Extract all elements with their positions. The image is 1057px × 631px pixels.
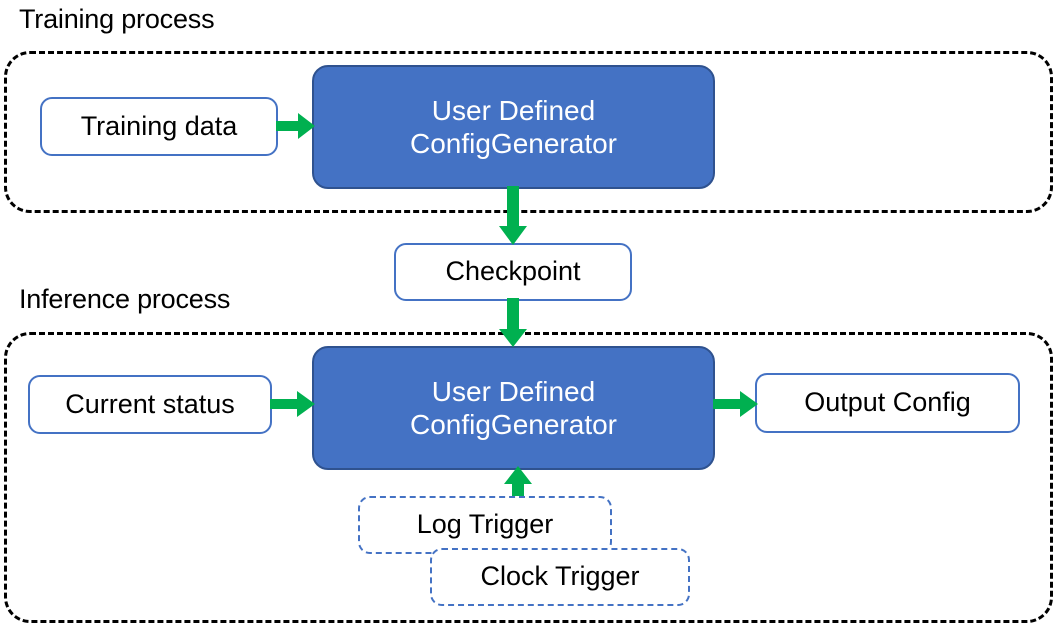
- node-checkpoint[interactable]: Checkpoint: [394, 243, 632, 301]
- arrow-trigger-to-config-generator: [503, 466, 533, 506]
- node-config-generator-training-text: User Defined ConfigGenerator: [410, 94, 617, 160]
- arrow-current-status-to-config-generator: [270, 390, 316, 418]
- inference-process-container: [4, 332, 1053, 623]
- section-caption-training: Training process: [19, 4, 215, 34]
- training-process-container: [4, 51, 1053, 213]
- node-user-defined-config-generator-inference[interactable]: User Defined ConfigGenerator: [312, 346, 715, 470]
- node-current-status[interactable]: Current status: [28, 375, 272, 434]
- node-output-config[interactable]: Output Config: [755, 373, 1020, 433]
- node-current-status-label: Current status: [65, 388, 235, 419]
- node-clock-trigger-label: Clock Trigger: [480, 561, 640, 592]
- section-caption-inference: Inference process: [19, 284, 231, 314]
- arrow-config-generator-to-checkpoint: [498, 186, 528, 246]
- node-training-data-label: Training data: [80, 110, 238, 141]
- node-training-data[interactable]: Training data: [40, 97, 278, 156]
- node-config-generator-inference-text: User Defined ConfigGenerator: [410, 375, 617, 441]
- node-checkpoint-label: Checkpoint: [445, 256, 581, 287]
- config-generator-training-line1: User Defined: [431, 94, 596, 126]
- node-clock-trigger[interactable]: Clock Trigger: [430, 548, 690, 606]
- config-generator-training-line2: ConfigGenerator: [409, 128, 617, 159]
- arrow-config-generator-to-output-config: [713, 390, 759, 418]
- node-user-defined-config-generator-training[interactable]: User Defined ConfigGenerator: [312, 65, 715, 189]
- config-generator-inference-line1: User Defined: [431, 375, 596, 407]
- node-log-trigger-label: Log Trigger: [416, 509, 554, 540]
- config-generator-inference-line2: ConfigGenerator: [409, 409, 617, 440]
- node-log-trigger[interactable]: Log Trigger: [358, 496, 612, 554]
- node-output-config-label: Output Config: [804, 387, 971, 418]
- arrow-training-data-to-config-generator: [276, 112, 316, 140]
- arrow-checkpoint-to-config-generator: [498, 298, 528, 348]
